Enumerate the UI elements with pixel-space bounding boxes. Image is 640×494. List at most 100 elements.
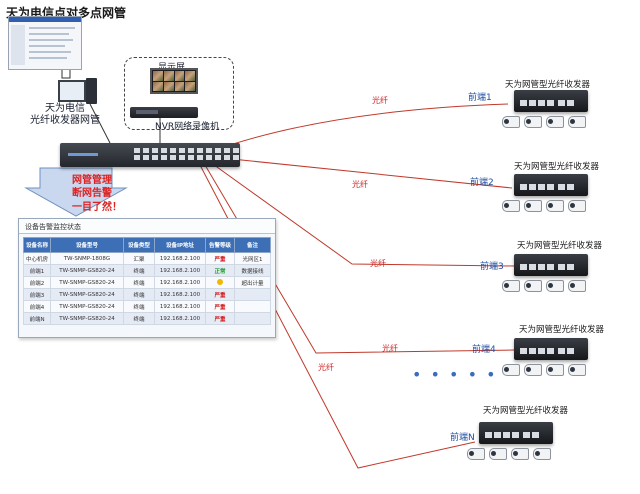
nms-computer-icon — [58, 78, 98, 104]
port-label: 前端2 — [470, 178, 494, 188]
camera-icon — [546, 200, 564, 212]
level-text: 严重 — [214, 316, 226, 323]
camera-icon — [502, 200, 520, 212]
alert-line2: 断网告警 — [72, 188, 112, 199]
device-label: 天为网管型光纤收发器 — [517, 241, 603, 251]
fiber-link-1 — [214, 103, 509, 151]
col-header-model: 设备型号 — [50, 237, 124, 253]
cell-level — [205, 276, 235, 289]
camera-icon — [546, 280, 564, 292]
level-text: 正常 — [214, 268, 226, 275]
device-label: 天为网管型光纤收发器 — [483, 406, 569, 416]
cell-type: 终端 — [123, 288, 155, 301]
cell-name: 前端N — [23, 312, 51, 325]
camera-icon — [546, 116, 564, 128]
camera-icon — [489, 448, 507, 460]
fiber-label: 光纤 — [370, 259, 386, 268]
cell-model: TW-SNMP-GS820-24 — [50, 276, 124, 289]
cell-note: 光网区1 — [234, 252, 271, 265]
cell-name: 前端3 — [23, 288, 51, 301]
cell-ip: 192.168.2.100 — [154, 276, 206, 289]
cell-model: TW-SNMP-GS820-24 — [50, 264, 124, 277]
alert-arrow — [24, 167, 128, 217]
camera-icon — [546, 364, 564, 376]
camera-icon — [524, 280, 542, 292]
camera-icon — [502, 116, 520, 128]
core-switch-icon — [60, 143, 240, 167]
camera-icon — [533, 448, 551, 460]
transceiver-icon — [514, 338, 588, 360]
nms-label-line1: 天为电信 — [45, 103, 85, 114]
transceiver-icon — [514, 254, 588, 276]
cell-note — [234, 288, 271, 301]
cell-model: TW-SNMP-GS820-24 — [50, 300, 124, 313]
cell-ip: 192.168.2.100 — [154, 288, 206, 301]
camera-icon — [502, 280, 520, 292]
cell-ip: 192.168.2.100 — [154, 264, 206, 277]
cell-ip: 192.168.2.100 — [154, 312, 206, 325]
transceiver-icon — [514, 90, 588, 112]
cell-name: 中心机房 — [23, 252, 51, 265]
camera-icon — [524, 200, 542, 212]
alert-line1: 网管管理 — [72, 175, 112, 186]
device-label: 天为网管型光纤收发器 — [519, 325, 605, 335]
cell-type: 终端 — [123, 300, 155, 313]
cell-type: 汇聚 — [123, 252, 155, 265]
level-text: 严重 — [214, 292, 226, 299]
cell-model: TW-SNMP-1808G — [50, 252, 124, 265]
cell-level: 严重 — [205, 288, 235, 301]
transceiver-icon — [479, 422, 553, 444]
cell-note — [234, 300, 271, 313]
camera-icon — [568, 200, 586, 212]
level-text: 严重 — [214, 304, 226, 311]
camera-icon — [502, 364, 520, 376]
cell-level: 严重 — [205, 300, 235, 313]
port-label: 前端3 — [480, 262, 504, 272]
camera-icon — [524, 116, 542, 128]
nms-screenshot — [8, 16, 82, 70]
cell-model: TW-SNMP-GS820-24 — [50, 288, 124, 301]
fiber-link-2 — [221, 157, 513, 189]
transceiver-icon — [514, 174, 588, 196]
cell-type: 终端 — [123, 312, 155, 325]
fiber-label: 光纤 — [372, 96, 388, 105]
more-devices-ellipsis: • • • • • — [412, 365, 498, 384]
port-label: 前端1 — [468, 93, 492, 103]
cell-type: 终端 — [123, 264, 155, 277]
cell-level: 严重 — [205, 312, 235, 325]
device-label: 天为网管型光纤收发器 — [514, 162, 600, 172]
cell-type: 终端 — [123, 276, 155, 289]
cell-note — [234, 312, 271, 325]
panel-title: 设备告警监控状态 — [25, 223, 81, 231]
nms-to-switch-link — [89, 103, 111, 144]
fiber-label: 光纤 — [382, 344, 398, 353]
cell-level: 严重 — [205, 252, 235, 265]
col-header-name: 设备名称 — [23, 237, 51, 253]
cell-note: 超出计量 — [234, 276, 271, 289]
cell-model: TW-SNMP-GS820-24 — [50, 312, 124, 325]
nms-label-line2: 光纤收发器网管 — [30, 115, 100, 126]
cell-level: 正常 — [205, 264, 235, 277]
camera-icon — [568, 280, 586, 292]
camera-group — [465, 448, 557, 462]
fiber-link-3 — [209, 161, 515, 267]
camera-icon — [524, 364, 542, 376]
cell-name: 前端4 — [23, 300, 51, 313]
camera-group — [500, 280, 592, 294]
fiber-label: 光纤 — [318, 363, 334, 372]
camera-group — [500, 116, 592, 130]
camera-icon — [511, 448, 529, 460]
cell-note: 数据接线 — [234, 264, 271, 277]
cell-name: 前端1 — [23, 264, 51, 277]
nvr-recorder-icon — [130, 107, 198, 118]
display-screen-icon — [150, 68, 198, 94]
warning-dot-icon — [217, 278, 223, 285]
col-header-type: 设备类型 — [123, 237, 155, 253]
camera-icon — [467, 448, 485, 460]
